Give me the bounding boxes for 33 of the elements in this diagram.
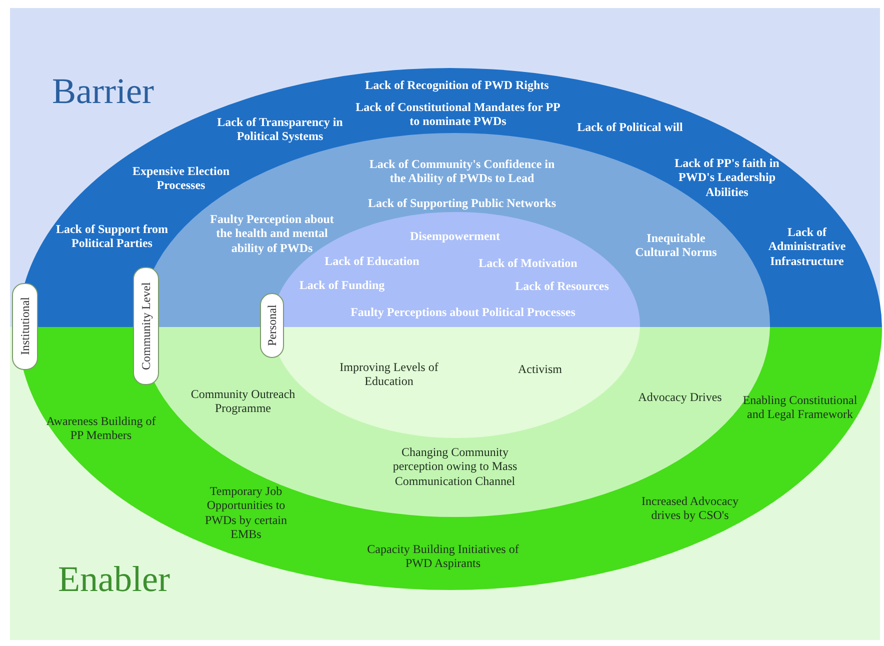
barrier-text: Lack of Support from Political Parties <box>54 222 170 251</box>
enabler-text: Changing Community perception owing to Mass Communication Channel <box>392 445 518 488</box>
barrier-text: Lack of Education <box>324 254 420 268</box>
barrier-text: Lack of Community's Confidence in the Ability of PWDs to Lead <box>368 157 556 186</box>
barrier-text: Expensive Election Processes <box>131 164 230 193</box>
enabler-text: Increased Advocacy drives by CSO's <box>640 494 740 523</box>
barrier-text: Lack of Transparency in Political Systems <box>216 115 344 144</box>
barrier-text: Lack of Administrative Infrastructure <box>767 225 847 268</box>
enabler-text: Temporary Job Opportunities to PWDs by certain EMBs <box>204 484 288 542</box>
enabler-text: Enabling Constitutional and Legal Framework <box>742 393 858 422</box>
barrier-text: Lack of Resources <box>514 279 610 294</box>
barrier-text: Faulty Perception about the health and mental ability of PWDs <box>209 212 335 256</box>
barrier-text: Lack of Motivation <box>478 256 578 270</box>
enabler-text: Advocacy Drives <box>637 390 723 404</box>
level-tab: Community Level <box>133 267 159 385</box>
barrier-text: Lack of Constitutional Mandates for PP to nominate PWDs <box>356 100 560 129</box>
barrier-text: Lack of Political will <box>576 120 684 134</box>
barrier-text: Lack of PP's faith in PWD's Leadership Abilities <box>674 156 780 200</box>
level-tab: Personal <box>260 293 284 358</box>
barrier-text: Lack of Supporting Public Networks <box>366 196 558 210</box>
enabler-text: Activism <box>517 362 563 376</box>
barrier-text: Inequitable Cultural Norms <box>634 231 718 260</box>
enabler-text: Community Outreach Programme <box>190 387 296 416</box>
barrier-text: Disempowerment <box>409 229 501 244</box>
section-heading: Enabler <box>58 560 170 600</box>
barrier-text: Lack of Recognition of PWD Rights <box>364 78 550 92</box>
enabler-text: Improving Levels of Education <box>339 360 439 389</box>
barrier-text: Faulty Perceptions about Political Processes <box>350 305 576 320</box>
enabler-text: Awareness Building of PP Members <box>45 414 157 443</box>
enabler-text: Capacity Building Initiatives of PWD Aspirants <box>366 542 520 571</box>
section-heading: Barrier <box>52 72 154 112</box>
barrier-text: Lack of Funding <box>298 278 386 292</box>
level-tab: Institutional <box>12 283 38 370</box>
